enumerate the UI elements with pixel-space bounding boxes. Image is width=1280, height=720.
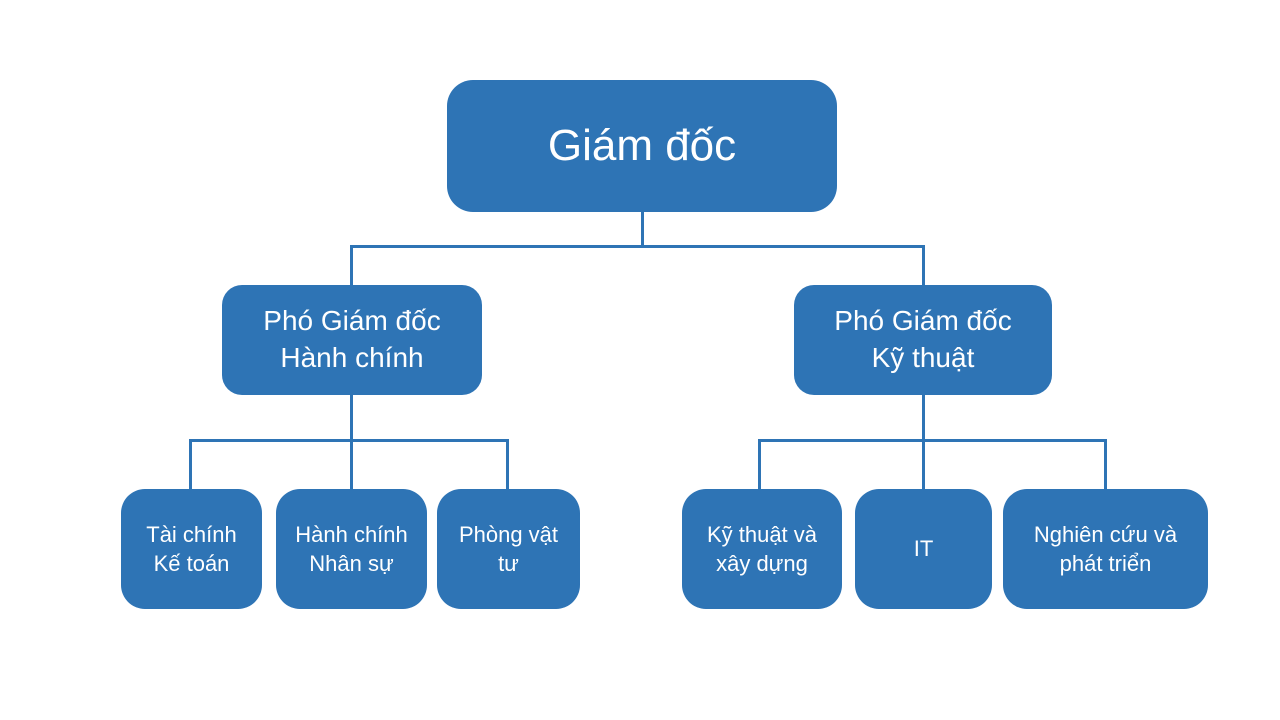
org-node-director-label: Giám đốc <box>547 120 737 170</box>
org-node-director: Giám đốc <box>447 80 837 212</box>
org-node-it-label: IT <box>913 536 934 562</box>
org-node-rnd: Nghiên cứu và phát triển <box>1003 489 1208 609</box>
org-node-finance: Tài chính Kế toán <box>121 489 262 609</box>
connector-top-horizontal <box>350 245 925 248</box>
org-node-hr-label: Hành chính Nhân sự <box>295 521 408 576</box>
connector-top-right-drop <box>922 245 925 286</box>
connector-rnd-drop <box>1104 439 1107 490</box>
org-node-hr: Hành chính Nhân sự <box>276 489 427 609</box>
connector-tech-stub <box>922 395 925 441</box>
connector-root-stub <box>641 212 644 248</box>
org-node-finance-label: Tài chính Kế toán <box>146 521 237 576</box>
org-node-engineering: Kỹ thuật và xây dựng <box>682 489 842 609</box>
connector-admin-horizontal <box>189 439 509 442</box>
org-node-materials: Phòng vật tư <box>437 489 580 609</box>
connector-top-left-drop <box>350 245 353 286</box>
connector-admin-stub <box>350 395 353 441</box>
org-node-deputy-tech-label: Phó Giám đốc Kỹ thuật <box>834 305 1012 373</box>
connector-engineering-drop <box>758 439 761 490</box>
org-node-it: IT <box>855 489 992 609</box>
org-node-deputy-admin-label: Phó Giám đốc Hành chính <box>263 305 441 373</box>
connector-materials-drop <box>506 439 509 490</box>
connector-finance-drop <box>189 439 192 490</box>
org-node-materials-label: Phòng vật tư <box>458 521 559 576</box>
org-node-engineering-label: Kỹ thuật và xây dựng <box>706 521 818 576</box>
org-node-rnd-label: Nghiên cứu và phát triển <box>1033 521 1178 576</box>
connector-it-drop <box>922 439 925 490</box>
connector-tech-horizontal <box>758 439 1107 442</box>
org-node-deputy-tech: Phó Giám đốc Kỹ thuật <box>794 285 1052 395</box>
org-node-deputy-admin: Phó Giám đốc Hành chính <box>222 285 482 395</box>
connector-hr-drop <box>350 439 353 490</box>
